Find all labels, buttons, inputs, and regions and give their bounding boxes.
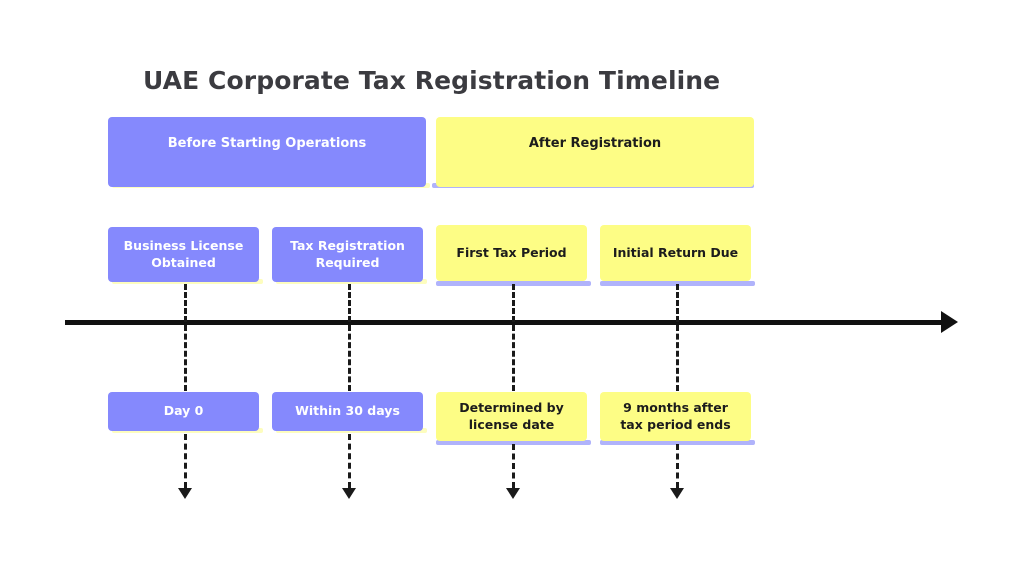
connector-axis-to-detail-2: [348, 325, 351, 391]
detail-shadow-determined-by-license-date: [436, 440, 591, 445]
event-label: First Tax Period: [456, 244, 567, 260]
section-after-registration[interactable]: After Registration: [436, 117, 754, 187]
event-label: Initial Return Due: [612, 244, 739, 260]
event-first-tax-period[interactable]: First Tax Period: [436, 225, 587, 281]
connector-detail-tail-3: [512, 444, 515, 488]
timeline-axis: [65, 320, 949, 325]
section-label: Before Starting Operations: [167, 136, 367, 151]
connector-axis-to-detail-3: [512, 325, 515, 391]
connector-event-to-axis-3: [512, 284, 515, 322]
detail-shadow-9-months-after: [600, 440, 755, 445]
arrow-down-icon-2: [342, 488, 356, 499]
event-initial-return-due[interactable]: Initial Return Due: [600, 225, 751, 281]
connector-event-to-axis-1: [184, 284, 187, 322]
connector-axis-to-detail-4: [676, 325, 679, 391]
section-before-starting-operations[interactable]: Before Starting Operations: [108, 117, 426, 187]
page-title: UAE Corporate Tax Registration Timeline: [143, 66, 721, 95]
connector-event-to-axis-4: [676, 284, 679, 322]
arrow-down-icon-3: [506, 488, 520, 499]
arrow-right-icon: [941, 311, 958, 333]
connector-axis-to-detail-1: [184, 325, 187, 391]
detail-label: Within 30 days: [295, 403, 400, 419]
arrow-down-icon-1: [178, 488, 192, 499]
connector-event-to-axis-2: [348, 284, 351, 322]
detail-day-0[interactable]: Day 0: [108, 392, 259, 431]
detail-label: Day 0: [163, 403, 204, 419]
event-shadow-first-tax-period: [436, 281, 591, 286]
connector-detail-tail-4: [676, 444, 679, 488]
arrow-down-icon-4: [670, 488, 684, 499]
detail-within-30-days[interactable]: Within 30 days: [272, 392, 423, 431]
section-label: After Registration: [528, 136, 662, 151]
connector-detail-tail-1: [184, 434, 187, 488]
connector-detail-tail-2: [348, 434, 351, 488]
event-shadow-initial-return-due: [600, 281, 755, 286]
